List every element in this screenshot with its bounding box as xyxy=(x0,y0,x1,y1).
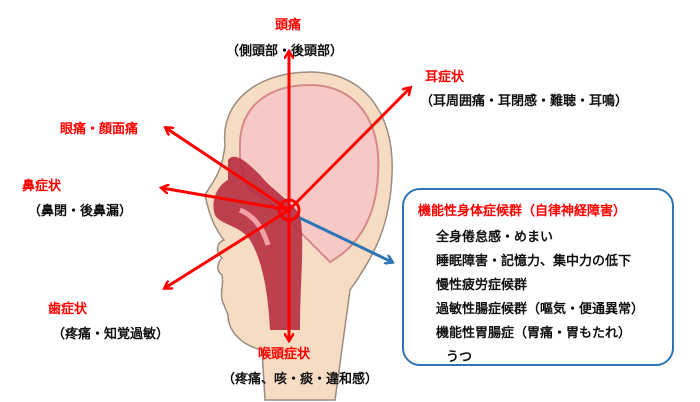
functional-syndrome-box: 機能性身体症候群（自律神経障害） 全身倦怠感・めまい 睡眠障害・記憶力、集中力の… xyxy=(402,188,674,366)
headache-title: 頭痛 xyxy=(275,18,302,33)
arrow-teeth xyxy=(165,208,290,288)
arrow-ear xyxy=(287,88,410,212)
list-item: 慢性疲労症候群 xyxy=(436,278,528,293)
list-item: 全身倦怠感・めまい xyxy=(436,230,554,245)
list-item: 過敏性腸症候群（嘔気・便通異常） xyxy=(436,302,645,317)
epipharynx-circle xyxy=(277,198,301,222)
arrow-eye xyxy=(166,128,290,212)
throat-detail: （疼痛、咳・痰・違和感） xyxy=(222,372,379,387)
list-item: うつ xyxy=(446,350,473,365)
arrow-nose xyxy=(162,188,290,212)
throat-title: 喉頭症状 xyxy=(258,347,311,362)
list-item: 睡眠障害・記憶力、集中力の低下 xyxy=(436,254,632,269)
headache-detail: （側頭部・後頭部） xyxy=(226,44,344,59)
teeth-title: 歯症状 xyxy=(48,302,88,317)
eye-title: 眼痛・顔面痛 xyxy=(60,122,139,137)
list-item: 機能性胃腸症（胃痛・胃もたれ） xyxy=(436,326,632,341)
ear-detail: （耳周囲痛・耳閉感・難聴・耳鳴） xyxy=(420,94,629,109)
nose-detail: （鼻閉・後鼻漏） xyxy=(28,204,133,219)
arrow-functional xyxy=(299,216,392,262)
functional-box-title: 機能性身体症候群（自律神経障害） xyxy=(418,204,627,219)
nose-title: 鼻症状 xyxy=(22,179,62,194)
ear-title: 耳症状 xyxy=(425,70,465,85)
teeth-detail: （疼痛・知覚過敏） xyxy=(52,327,170,342)
